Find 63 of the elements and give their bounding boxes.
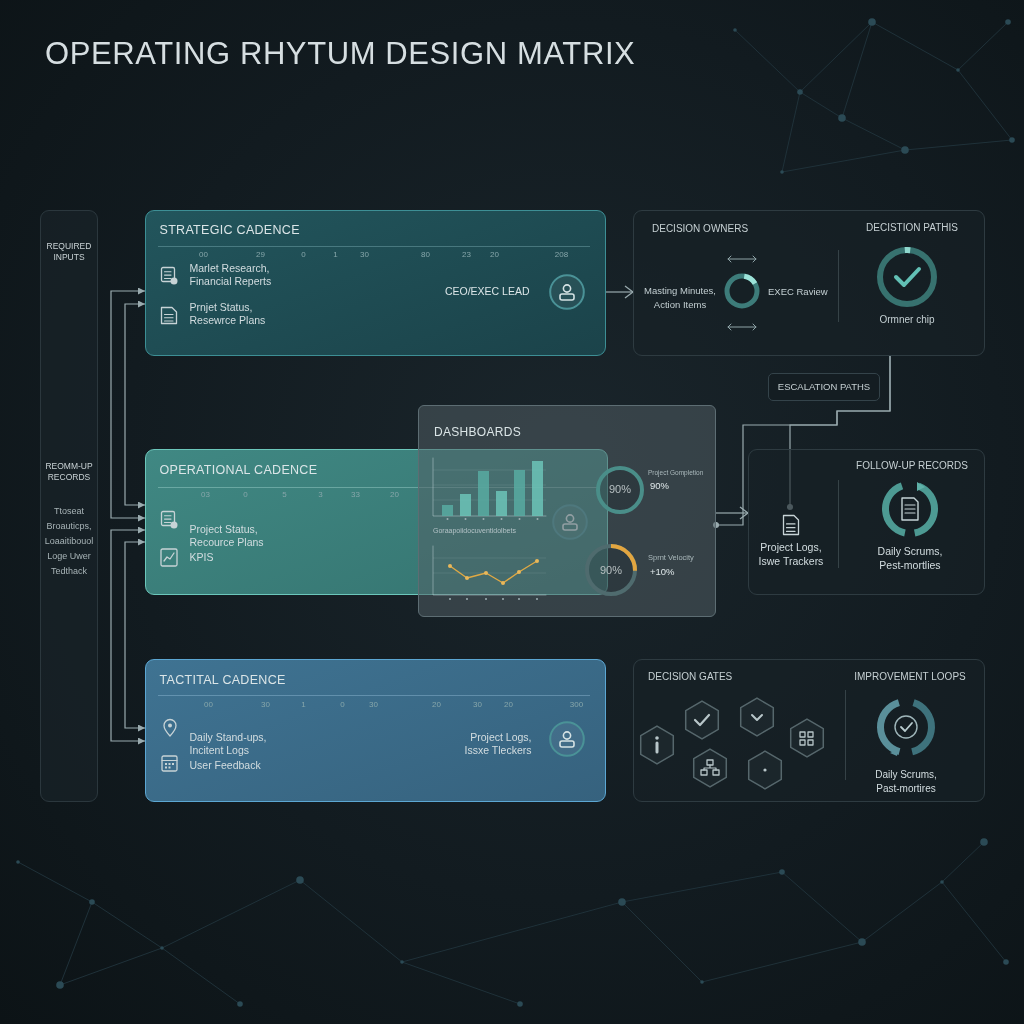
double-arrow	[110, 287, 146, 522]
section-heading: IMPROVEMENT LOOPS	[853, 671, 967, 684]
tick-label: 00	[198, 249, 209, 260]
double-arrow	[110, 526, 146, 745]
tick-label: 30	[368, 699, 379, 710]
item-text: Project Status, Recource Plans	[189, 522, 265, 550]
tick-label: 20	[489, 249, 500, 260]
info-panel	[633, 659, 985, 802]
item-text: User Feedback	[189, 758, 262, 772]
tag-box	[768, 373, 880, 401]
item-text: Marlet Research, Financial Reperts	[189, 261, 273, 289]
tick-label: 1	[300, 699, 307, 710]
item-text: EXEC Raview	[768, 285, 829, 299]
cadence-panel	[145, 659, 606, 802]
panel-heading: TACTITAL CADENCE	[159, 671, 287, 688]
item-text: Ormner chip	[878, 313, 936, 327]
panel-heading: DASHBOARDS	[434, 425, 523, 441]
tick-label: 30	[472, 699, 483, 710]
tick-label: 1	[332, 249, 339, 260]
tick-label: 0	[300, 249, 307, 260]
section-heading: DECISION OWNERS	[652, 223, 750, 236]
tag-label: ESCALATION PATHS	[776, 381, 872, 394]
tick-label: 300	[568, 699, 585, 710]
item-text: Project Logs, Iswe Trackers	[757, 541, 825, 568]
tick-label: 3	[317, 489, 324, 500]
double-arrow	[124, 300, 146, 509]
panel-heading: STRATEGIC CADENCE	[159, 221, 301, 238]
item-text: Daily Stand-ups, Incitent Logs	[189, 730, 268, 758]
item-text: KPIS	[189, 550, 215, 564]
tick-label: 29	[255, 249, 266, 260]
column-text: Ttoseat Broauticps, Loaaitibouol Loge Uwer Tedthack	[43, 505, 95, 578]
role-label: CEO/EXEC LEAD	[443, 284, 530, 298]
arrow	[715, 506, 749, 520]
item-text: Masting Minutes, Action Items	[643, 284, 717, 311]
tick-label: 30	[359, 249, 370, 260]
info-panel	[633, 210, 985, 356]
cadence-panel	[145, 210, 606, 356]
arrow	[605, 285, 634, 299]
input-column	[40, 210, 98, 802]
panel-heading: OPERATIONAL CADENCE	[159, 461, 319, 478]
stat-value: +10%	[650, 566, 676, 579]
percent-value: 90%	[608, 482, 632, 497]
section-heading: DECISTION PATHIS	[865, 222, 959, 235]
info-panel	[748, 449, 985, 595]
item-text: Project Logs, Issxe Tleckers	[463, 730, 532, 758]
percent-value: 90%	[599, 563, 623, 578]
item-text: Daily Scrums, Past-mortires	[874, 768, 938, 795]
column-label: REQUIRED INPUTS	[45, 241, 93, 263]
double-arrow	[124, 538, 146, 732]
column-label: REOMM-UP RECORDS	[44, 461, 94, 483]
connector-line	[786, 355, 891, 511]
diagram-title: OPERATING RHYTUM DESIGN MATRIX	[45, 36, 636, 72]
tick-label: 80	[420, 249, 431, 260]
item-text: Daily Scrums, Pest-mortlies	[876, 545, 944, 572]
section-heading: DECISION GATES	[648, 671, 734, 684]
tick-label: 208	[553, 249, 570, 260]
stat-value: 90%	[650, 480, 670, 493]
tick-label: 30	[260, 699, 271, 710]
tick-label: 33	[350, 489, 361, 500]
section-heading: FOLLOW-UP RECORDS	[855, 460, 969, 473]
tick-label: 23	[461, 249, 472, 260]
item-text: Prnjet Status, Resewrce Plans	[189, 300, 267, 328]
tick-label: 5	[281, 489, 288, 500]
